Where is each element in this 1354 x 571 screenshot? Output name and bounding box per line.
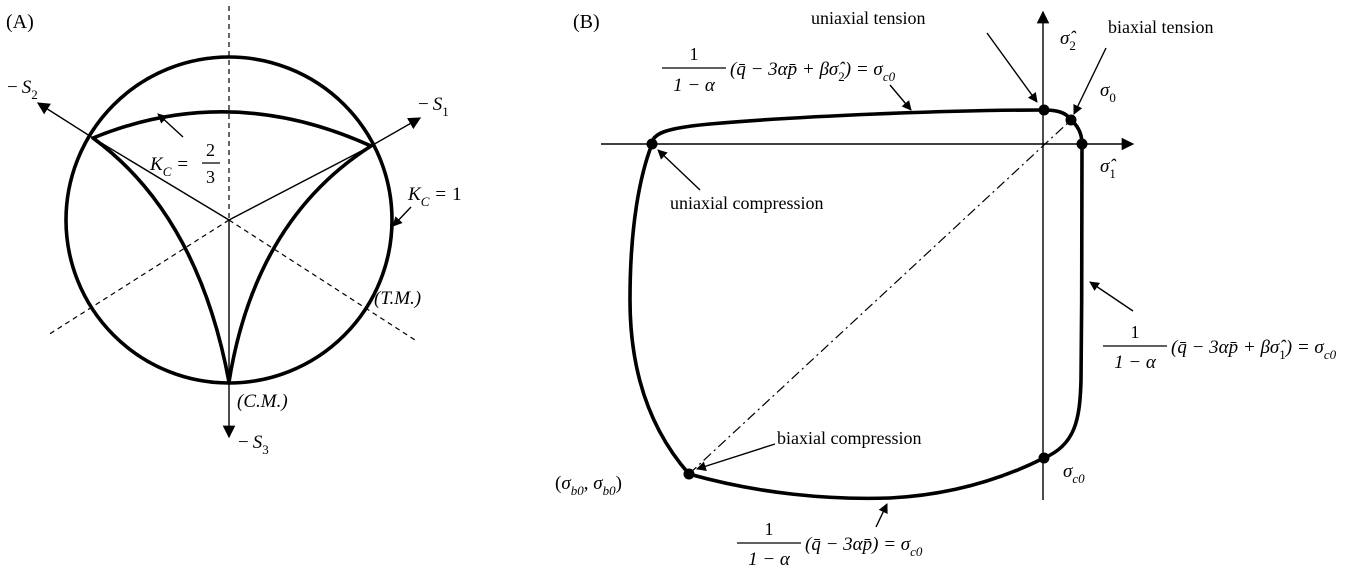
- svg-text:(q̄ − 3αp̄ + βσ̂1) = σc0: (q̄ − 3αp̄ + βσ̂1) = σc0: [1171, 337, 1337, 362]
- svg-text:KC=: KC=: [149, 154, 188, 179]
- point-uniaxial-tension-s1: [1076, 138, 1088, 150]
- point-uniaxial-tension: [1038, 104, 1050, 116]
- svg-text:1 − α: 1 − α: [673, 75, 716, 96]
- pointer-biaxial-compression: [696, 443, 776, 471]
- equation-right: 1 1 − α (q̄ − 3αp̄ + βσ̂1) = σc0: [1103, 322, 1337, 373]
- label-kc-1: KC=1: [407, 184, 462, 209]
- point-uniaxial-compression: [646, 138, 658, 150]
- label-kc-2-3: KC= 2 3: [149, 140, 220, 187]
- label-sigmab0-pair: (σb0, σb0): [555, 473, 622, 498]
- pointer-uniaxial-tension: [986, 32, 1038, 103]
- point-uniaxial-compression-s2: [1038, 452, 1050, 464]
- svg-text:(q̄ − 3αp̄) = σc0: (q̄ − 3αp̄) = σc0: [805, 534, 923, 559]
- svg-text:1 − α: 1 − α: [1114, 352, 1157, 373]
- label-sigmac0: σc0: [1063, 461, 1085, 486]
- pointer-uniaxial-compression: [657, 149, 701, 191]
- label-uniaxial-tension: uniaxial tension: [811, 8, 925, 28]
- svg-text:2: 2: [206, 140, 215, 160]
- point-biaxial-tension: [1065, 114, 1077, 126]
- pointer-equation-bottom: [875, 503, 888, 528]
- diagonal-equibiaxial: [688, 119, 1072, 475]
- label-tm: (T.M.): [374, 288, 421, 309]
- equation-bottom: 1 1 − α (q̄ − 3αp̄) = σc0: [737, 519, 923, 570]
- panel-a-label: (A): [6, 11, 34, 33]
- label-neg-s3: −S3: [238, 432, 269, 457]
- svg-text:1: 1: [690, 44, 699, 64]
- svg-text:1: 1: [1131, 322, 1140, 342]
- dashed-axis-right: [228, 219, 416, 341]
- svg-text:1: 1: [765, 519, 774, 539]
- point-biaxial-compression: [683, 468, 695, 480]
- svg-text:(q̄ − 3αp̄ + βσ̂2) = σc0: (q̄ − 3αp̄ + βσ̂2) = σc0: [730, 59, 896, 84]
- label-sigma2-hat: σ̂2: [1060, 28, 1077, 53]
- label-sigma1-hat: σ̂1: [1100, 156, 1117, 181]
- radial-line-s2: [92, 137, 230, 221]
- panel-b: (B) uniaxial tension biaxial tension uni…: [555, 8, 1337, 570]
- label-neg-s2: −S2: [7, 77, 38, 102]
- arrow-s1: [370, 117, 422, 147]
- label-sigma0: σ0: [1100, 80, 1116, 105]
- pointer-equation-right: [1089, 281, 1134, 312]
- radial-line-s1: [228, 145, 372, 221]
- label-biaxial-compression: biaxial compression: [777, 428, 921, 448]
- equation-top: 1 1 − α (q̄ − 3αp̄ + βσ̂2) = σc0: [662, 44, 896, 96]
- label-cm: (C.M.): [237, 391, 288, 412]
- arrow-s2: [36, 102, 94, 139]
- label-biaxial-tension: biaxial tension: [1108, 17, 1213, 37]
- panel-b-label: (B): [573, 11, 600, 33]
- svg-text:3: 3: [206, 167, 215, 187]
- svg-text:1 − α: 1 − α: [748, 549, 791, 570]
- pointer-equation-top: [889, 84, 912, 111]
- pointer-kc-2-3: [157, 113, 184, 138]
- pointer-biaxial-tension: [1073, 47, 1107, 115]
- curved-triangle-kc-2-3: [91, 110, 373, 384]
- pointer-kc-1: [392, 206, 412, 227]
- label-neg-s1: −S1: [418, 94, 449, 119]
- panel-a: (A) −S2 −S1 −S3 KC= 2 3 KC: [6, 6, 462, 457]
- label-uniaxial-compression: uniaxial compression: [670, 193, 823, 213]
